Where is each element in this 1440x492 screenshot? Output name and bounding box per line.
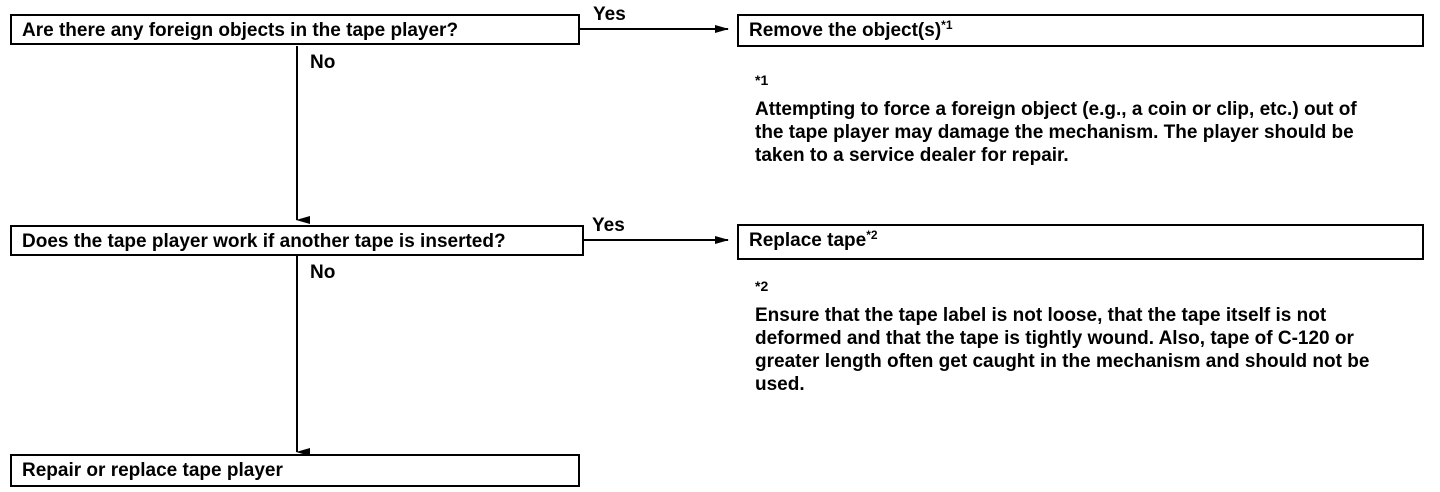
action-ref-2: *2 (866, 228, 878, 242)
question-text-2: Does the tape player work if another tap… (22, 231, 506, 252)
note-mark-2: *2 (755, 278, 769, 294)
note-text-1: Attempting to force a foreign object (e.… (755, 99, 1357, 166)
note-text-2: Ensure that the tape label is not loose,… (755, 305, 1370, 395)
action-box-2: Replace tape*2 (737, 224, 1424, 260)
no-label-1: No (310, 52, 336, 73)
yes-label-2: Yes (592, 215, 625, 236)
action-ref-1: *1 (941, 18, 953, 32)
question-text-1: Are there any foreign objects in the tap… (22, 20, 459, 41)
question-box-2: Does the tape player work if another tap… (10, 225, 584, 256)
no-label-2: No (310, 262, 336, 283)
action-text-1: Remove the object(s) (749, 20, 942, 41)
end-text: Repair or replace tape player (22, 460, 283, 481)
action-text-2: Replace tape (749, 230, 867, 251)
yes-label-1: Yes (593, 4, 626, 25)
question-box-1: Are there any foreign objects in the tap… (10, 14, 580, 45)
note-mark-1: *1 (755, 72, 769, 88)
action-box-1: Remove the object(s)*1 (737, 14, 1424, 47)
end-box: Repair or replace tape player (10, 454, 580, 487)
